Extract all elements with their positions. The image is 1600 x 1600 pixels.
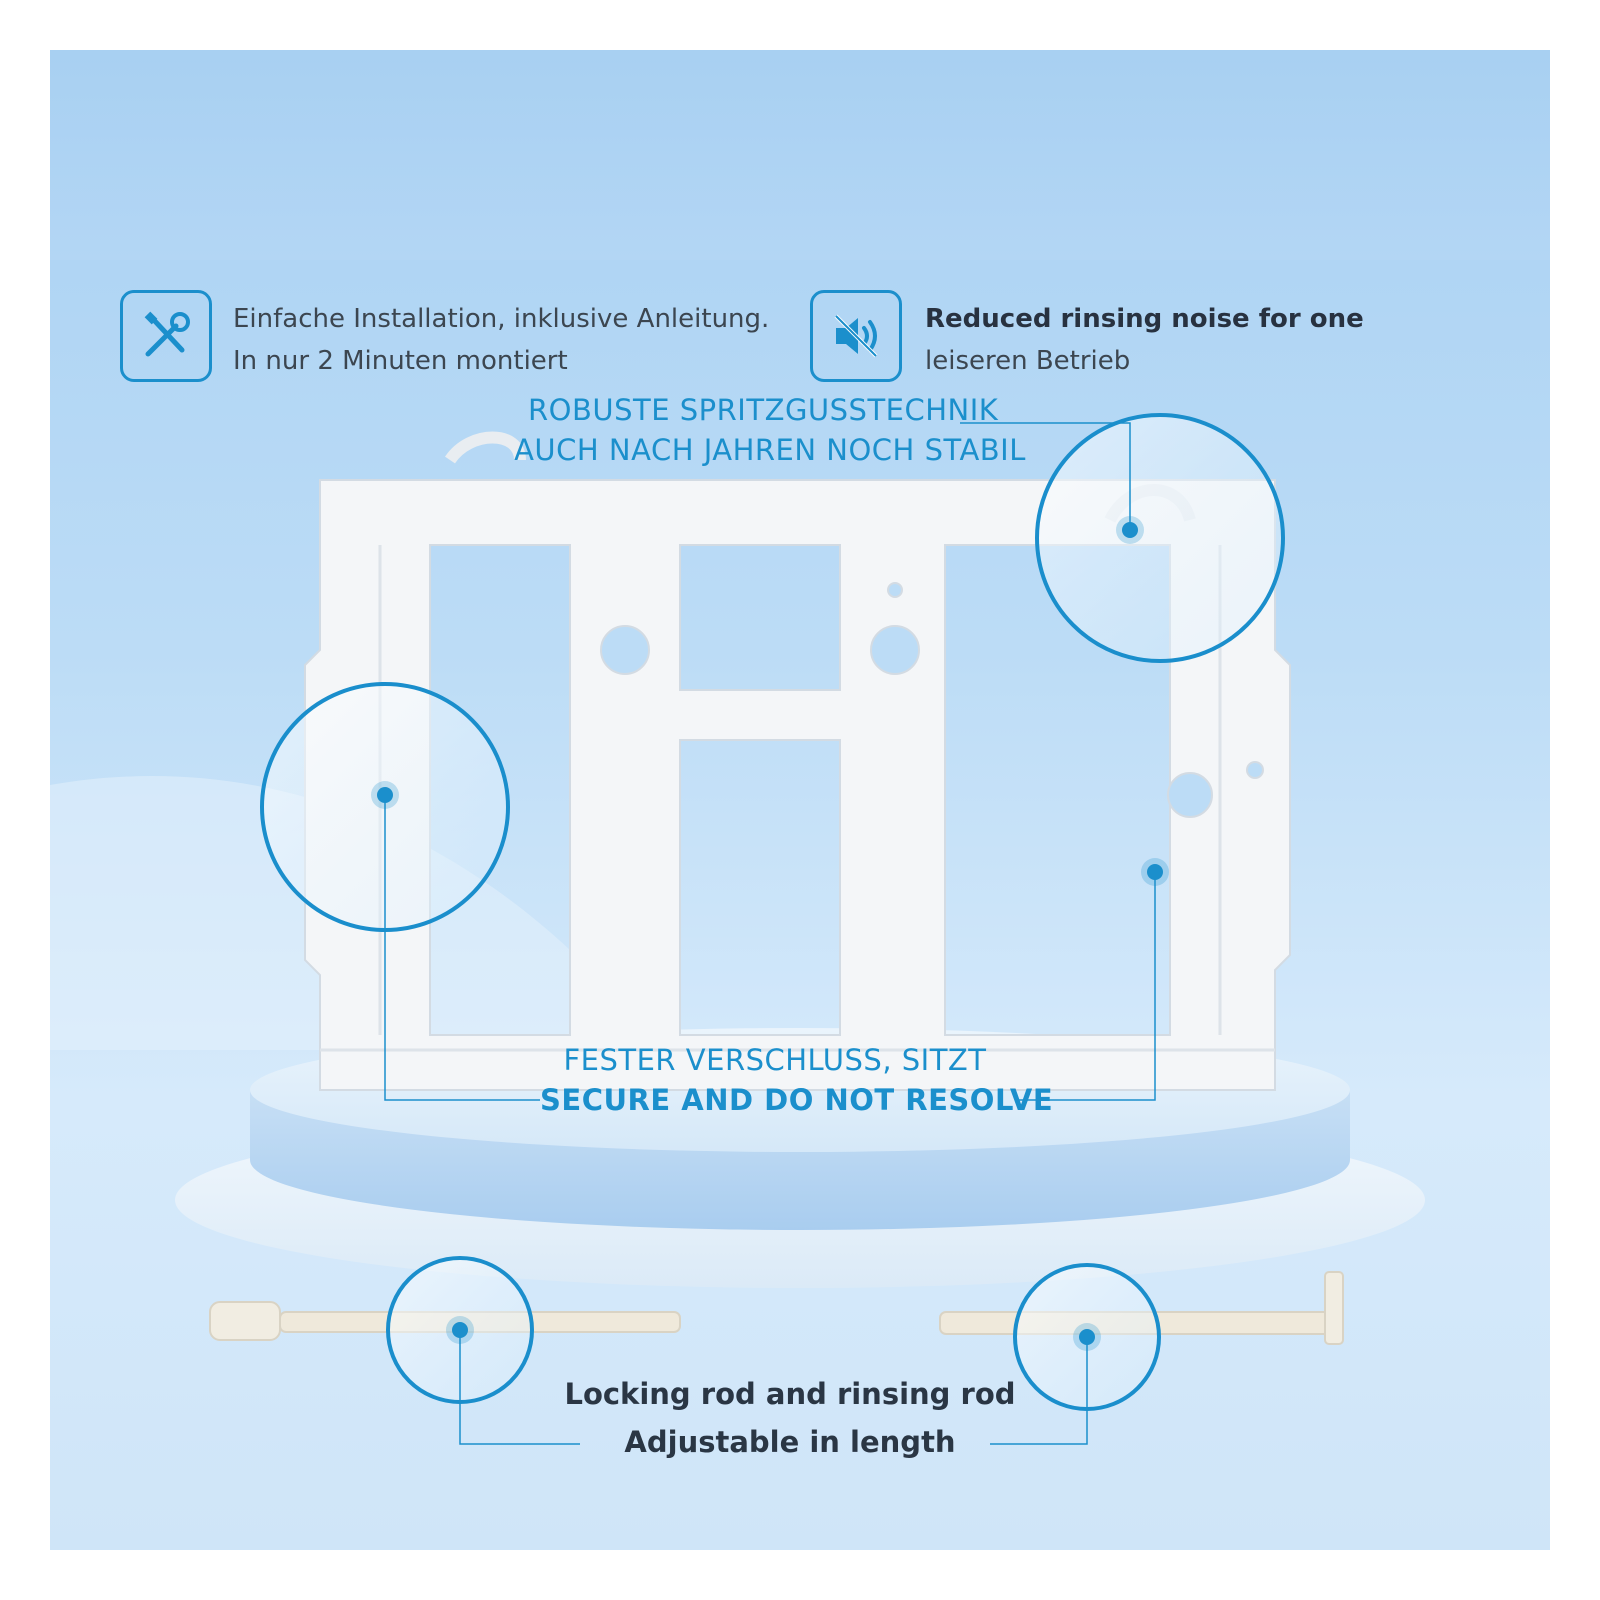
product-infographic: Einfache Installation, inklusive Anleitu… — [50, 50, 1550, 1550]
product-illustration — [50, 50, 1550, 1445]
speaker-muted-icon — [834, 314, 878, 358]
callout-top-line-1: ROBUSTE SPRITZGUSSTECHNIK — [528, 393, 999, 427]
feature-line: In nur 2 Minuten montiert — [233, 346, 568, 376]
callout-middle-line-1: FESTER VERSCHLUSS, SITZT — [563, 1043, 987, 1077]
callout-middle-line-2: SECURE AND DO NOT RESOLVE — [540, 1083, 1054, 1117]
callout-bottom-line-1: Locking rod and rinsing rod — [564, 1377, 1016, 1411]
feature-line: Reduced rinsing noise for one — [925, 304, 1364, 334]
feature-icon-box-installation — [120, 290, 212, 382]
feature-text-noise: Reduced rinsing noise for one leiseren B… — [925, 298, 1364, 382]
callout-bottom-line-2: Adjustable in length — [624, 1425, 956, 1459]
feature-line: Einfache Installation, inklusive Anleitu… — [233, 304, 770, 334]
marker-dots — [371, 516, 1169, 1351]
feature-icon-box-noise — [810, 290, 902, 382]
callout-top-line-2: AUCH NACH JAHREN NOCH STABIL — [514, 433, 1026, 467]
background-top-band — [50, 50, 1550, 260]
zoom-circle-hook — [1035, 413, 1285, 663]
tools-icon — [144, 311, 190, 357]
feature-text-installation: Einfache Installation, inklusive Anleitu… — [233, 298, 769, 382]
leader-lines — [384, 422, 1156, 1445]
feature-line: leiseren Betrieb — [925, 346, 1131, 376]
